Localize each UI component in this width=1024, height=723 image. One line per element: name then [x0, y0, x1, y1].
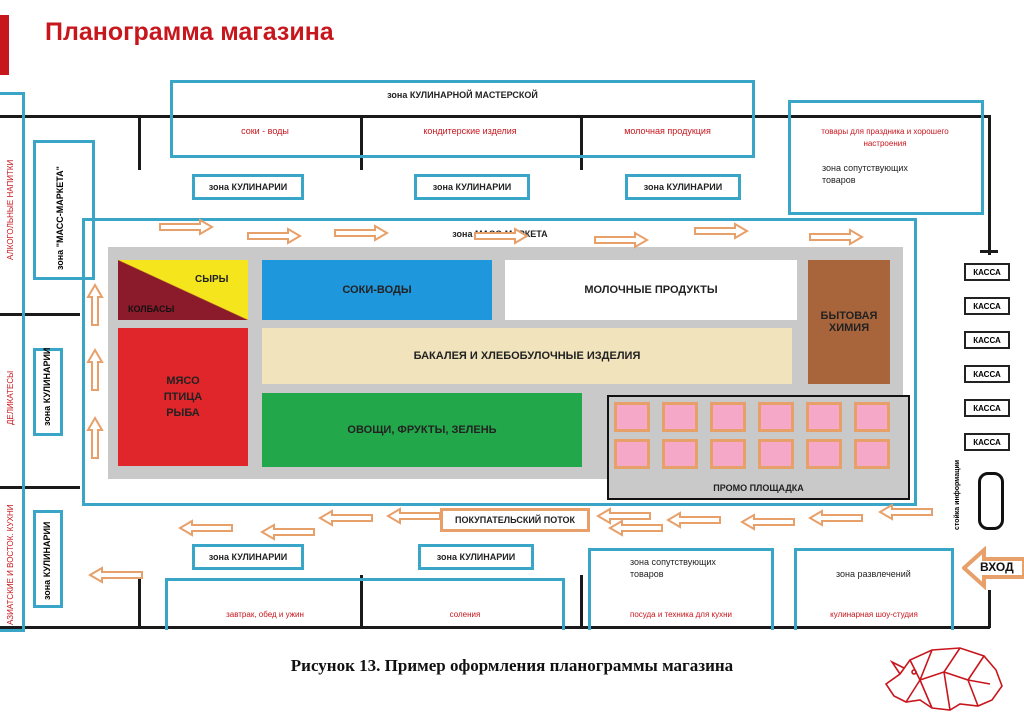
- zone-related-bottom: [588, 548, 774, 630]
- info-stand: [978, 472, 1004, 530]
- checkout-1: КАССА: [964, 263, 1010, 281]
- show-studio-label: кулинарная шоу-студия: [830, 610, 918, 619]
- floor-plan: АЛКОГОЛЬНЫЕ НАПИТКИ ДЕЛИКАТЕСЫ АЗИАТСКИЕ…: [0, 70, 1024, 640]
- flow-arrow: [694, 222, 749, 240]
- flow-arrow: [260, 523, 315, 541]
- promo-cell: [758, 402, 794, 432]
- promo-cell: [662, 402, 698, 432]
- culinary-tag-bottom-2: зона КУЛИНАРИИ: [418, 544, 534, 570]
- holiday-goods-label: товары для праздника и хорошего настроен…: [821, 127, 949, 148]
- wall-bottom: [0, 626, 990, 629]
- customer-flow-tag: ПОКУПАТЕЛЬСКИЙ ПОТОК: [440, 508, 590, 532]
- wall-stub-5: [360, 575, 363, 627]
- dairy-top-label: молочная продукция: [624, 126, 711, 136]
- flow-arrow: [386, 507, 441, 525]
- meat-block: МЯСО ПТИЦА РЫБА: [118, 328, 248, 466]
- wall-left-div-1: [0, 313, 80, 316]
- entrance-label: ВХОД: [980, 560, 1014, 574]
- flow-arrow: [159, 218, 214, 236]
- zone-entertainment: [794, 548, 954, 630]
- flow-arrow: [86, 283, 104, 326]
- flow-arrow: [334, 224, 389, 242]
- wall-stub-2: [360, 115, 363, 170]
- zone-culinary-workshop: [170, 80, 755, 158]
- cheeses-label: СЫРЫ: [195, 274, 229, 285]
- entertainment-label: зона развлечений: [836, 569, 911, 579]
- entrance-arrow-icon: [962, 546, 1024, 590]
- wall-kassa-cap: [980, 250, 998, 253]
- culinary-tag-left-1: [33, 348, 63, 436]
- wall-right-bottom: [988, 590, 991, 628]
- household-block: БЫТОВАЯ ХИМИЯ: [808, 260, 890, 384]
- juices-top-label: соки - воды: [241, 126, 289, 136]
- checkout-3: КАССА: [964, 331, 1010, 349]
- promo-cell: [806, 439, 842, 469]
- customer-flow-arrows: [86, 218, 933, 584]
- wall-left-div-2: [0, 486, 80, 489]
- flow-arrow: [318, 509, 373, 527]
- flow-arrow: [596, 507, 651, 525]
- flow-arrow: [608, 519, 663, 537]
- flow-arrow: [808, 509, 863, 527]
- dairy-block: МОЛОЧНЫЕ ПРОДУКТЫ: [505, 260, 797, 320]
- zone-mass-market: [82, 218, 917, 506]
- promo-cell: [614, 439, 650, 469]
- promo-cell: [710, 439, 746, 469]
- checkout-2: КАССА: [964, 297, 1010, 315]
- flow-arrow: [247, 227, 302, 245]
- culinary-workshop-label: зона КУЛИНАРНОЙ МАСТЕРСКОЙ: [387, 90, 538, 100]
- culinary-tag-top-1: зона КУЛИНАРИИ: [192, 174, 304, 200]
- culinary-tag-bottom-1: зона КУЛИНАРИИ: [192, 544, 304, 570]
- related-top-label: зона сопутствующих товаров: [822, 163, 908, 185]
- wall-top: [0, 115, 990, 118]
- culinary-tag-top-3: зона КУЛИНАРИИ: [625, 174, 741, 200]
- culinary-tag-left-2: [33, 510, 63, 608]
- promo-cell: [758, 439, 794, 469]
- flow-arrow: [86, 416, 104, 459]
- flow-arrow: [178, 519, 233, 537]
- flow-arrow: [740, 513, 795, 531]
- zone-left-column: [0, 92, 25, 632]
- checkout-4: КАССА: [964, 365, 1010, 383]
- figure-caption: Рисунок 13. Пример оформления планограмм…: [290, 656, 734, 675]
- breakfast-label: завтрак, обед и ужин: [226, 610, 304, 619]
- wall-stub-4: [138, 575, 141, 627]
- wall-stub-1: [138, 115, 141, 170]
- flow-arrow: [594, 231, 649, 249]
- flow-arrow: [88, 566, 143, 584]
- flow-arrow: [809, 228, 864, 246]
- related-bottom-label: зона сопутствующих товаров: [630, 557, 716, 579]
- flow-arrow: [666, 511, 721, 529]
- wall-right-top: [988, 115, 991, 245]
- cheese-sausage-block: [118, 260, 248, 320]
- promo-cell: [854, 439, 890, 469]
- sausages-label: КОЛБАСЫ: [128, 304, 175, 314]
- rhino-logo-icon: [884, 647, 1003, 711]
- wall-stub-3: [580, 115, 583, 170]
- wall-stub-6: [580, 575, 583, 627]
- header-accent-bar: [0, 15, 9, 75]
- grocery-block: БАКАЛЕЯ И ХЛЕБОБУЛОЧНЫЕ ИЗДЕЛИЯ: [262, 328, 792, 384]
- promo-cell: [806, 402, 842, 432]
- zone-mass-market-side: [33, 140, 95, 280]
- promo-cell: [614, 402, 650, 432]
- culinary-tag-top-2: зона КУЛИНАРИИ: [414, 174, 530, 200]
- checkout-5: КАССА: [964, 399, 1010, 417]
- promo-cell: [710, 402, 746, 432]
- zone-related-top: [788, 100, 984, 215]
- dishes-label: посуда и техника для кухни: [630, 610, 732, 619]
- vegetables-block: ОВОЩИ, ФРУКТЫ, ЗЕЛЕНЬ: [262, 393, 582, 467]
- zone-bottom-left: [165, 578, 565, 630]
- promo-label: ПРОМО ПЛОЩАДКА: [713, 483, 804, 493]
- confectionery-label: кондитерские изделия: [423, 126, 517, 136]
- promo-cell: [854, 402, 890, 432]
- flow-arrow: [86, 348, 104, 391]
- flow-arrow: [474, 227, 529, 245]
- promo-cell: [662, 439, 698, 469]
- flow-arrow: [878, 503, 933, 521]
- page-title: Планограмма магазина: [45, 18, 334, 46]
- checkout-6: КАССА: [964, 433, 1010, 451]
- juices-block: СОКИ-ВОДЫ: [262, 260, 492, 320]
- pickles-label: соления: [449, 610, 481, 619]
